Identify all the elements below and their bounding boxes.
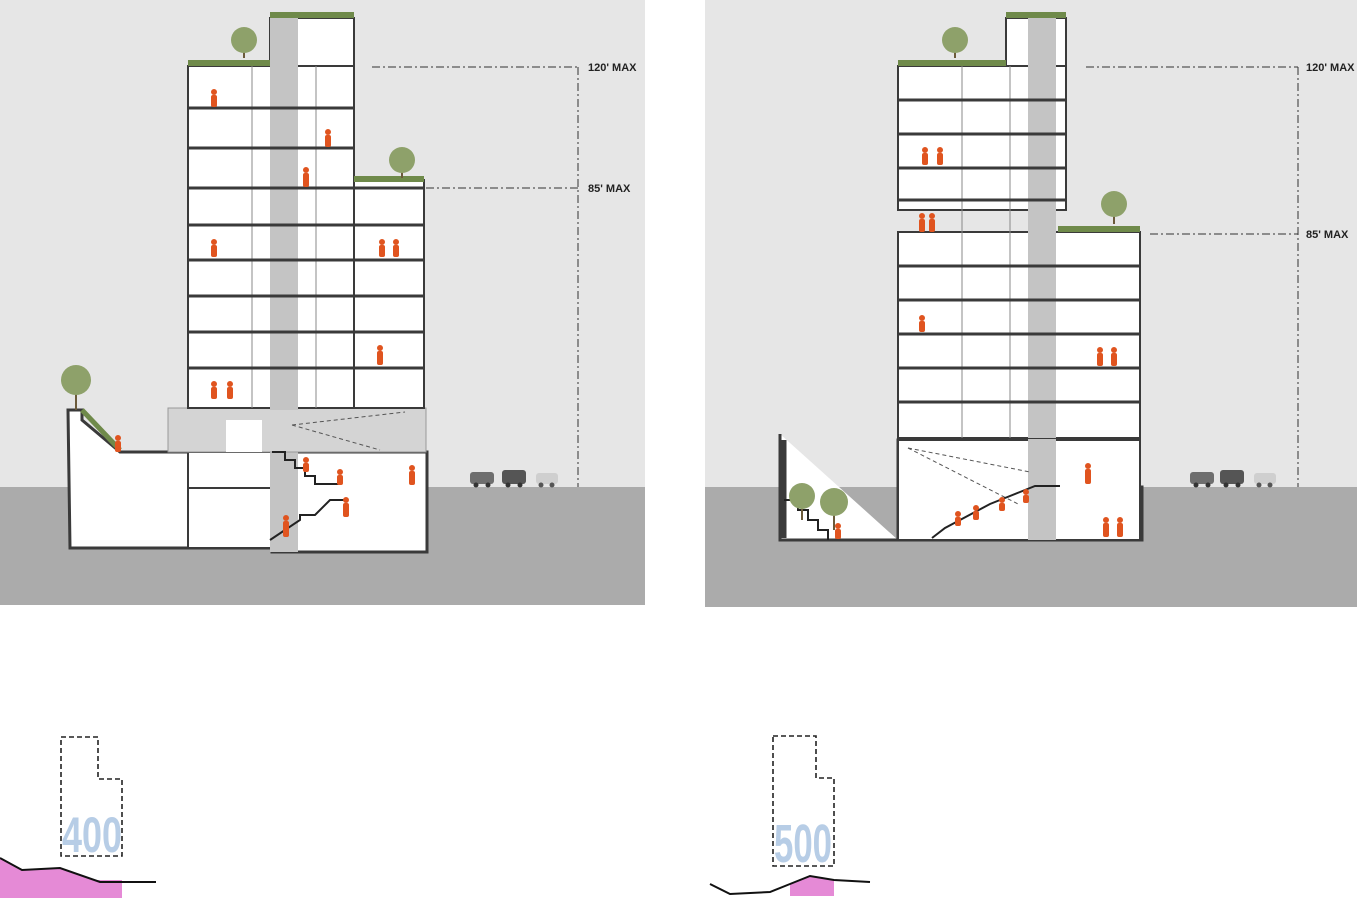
auditorium-stair — [931, 485, 1060, 539]
floor-slabs-400 — [188, 106, 424, 370]
people-400 — [115, 89, 415, 537]
person-icon — [922, 147, 928, 165]
person-icon — [325, 129, 331, 147]
person-icon — [999, 497, 1005, 511]
person-icon — [211, 239, 217, 257]
key-terrain — [0, 858, 122, 898]
tree-icon — [389, 147, 415, 178]
height-limit-85-label: 85' MAX — [588, 183, 631, 195]
person-icon — [283, 515, 289, 537]
person-icon — [1023, 489, 1029, 503]
tree-icon — [1101, 191, 1127, 224]
section-panel-500: 120' MAX 85' MAX — [705, 0, 1357, 607]
tree-icon — [942, 27, 968, 58]
person-icon — [1085, 463, 1091, 484]
height-limit-lines-400 — [372, 66, 579, 487]
key-ground-line — [709, 874, 871, 896]
person-icon — [937, 147, 943, 165]
person-icon — [115, 435, 121, 452]
person-icon — [1117, 517, 1123, 537]
auditorium-stair — [272, 451, 340, 485]
people-500 — [835, 147, 1123, 539]
street-cars-500 — [1190, 470, 1276, 488]
tree-icon — [61, 365, 91, 410]
person-icon — [1097, 347, 1103, 366]
key-diagram-500: 500 — [709, 735, 871, 896]
person-icon — [211, 381, 217, 399]
height-limit-120-label: 120' MAX — [1306, 62, 1355, 74]
height-limit-120-label: 120' MAX — [588, 62, 637, 74]
person-icon — [835, 523, 841, 539]
person-icon — [973, 505, 979, 520]
key-ground-line — [0, 857, 156, 883]
street-cars-400 — [470, 470, 558, 488]
person-icon — [919, 315, 925, 332]
roof-gardens-500 — [898, 12, 1140, 232]
person-icon — [303, 457, 309, 472]
planted-slope — [80, 408, 122, 452]
person-icon — [919, 213, 925, 232]
person-icon — [955, 511, 961, 526]
car-icon — [502, 470, 526, 488]
height-limit-85-label: 85' MAX — [1306, 229, 1349, 241]
section-panel-400: 120' MAX 85' MAX — [0, 0, 645, 605]
person-icon — [393, 239, 399, 257]
car-icon — [1254, 473, 1276, 488]
key-massing-outline — [60, 736, 123, 857]
key-massing-outline — [772, 735, 835, 867]
person-icon — [343, 497, 349, 517]
key-terrain — [790, 876, 834, 896]
height-limit-lines-500 — [1086, 66, 1299, 487]
key-number-label: 500 — [774, 814, 832, 874]
key-number-label: 400 — [62, 807, 122, 863]
car-icon — [536, 473, 558, 488]
person-icon — [929, 213, 935, 232]
tower-400 — [187, 17, 425, 410]
car-icon — [1190, 472, 1214, 488]
lobby-glazing — [167, 407, 427, 453]
tree-icon — [820, 488, 848, 530]
floor-slabs-500 — [898, 98, 1140, 404]
tree-icon — [789, 483, 815, 520]
person-icon — [1103, 517, 1109, 537]
car-icon — [470, 472, 494, 488]
person-icon — [337, 469, 343, 485]
person-icon — [409, 465, 415, 485]
person-icon — [303, 167, 309, 187]
car-icon — [1220, 470, 1244, 488]
person-icon — [1111, 347, 1117, 366]
key-diagram-400: 400 — [0, 736, 156, 898]
person-icon — [227, 381, 233, 399]
tree-icon — [231, 27, 257, 58]
roof-gardens-400 — [188, 12, 424, 182]
person-icon — [377, 345, 383, 365]
person-icon — [211, 89, 217, 107]
person-icon — [379, 239, 385, 257]
